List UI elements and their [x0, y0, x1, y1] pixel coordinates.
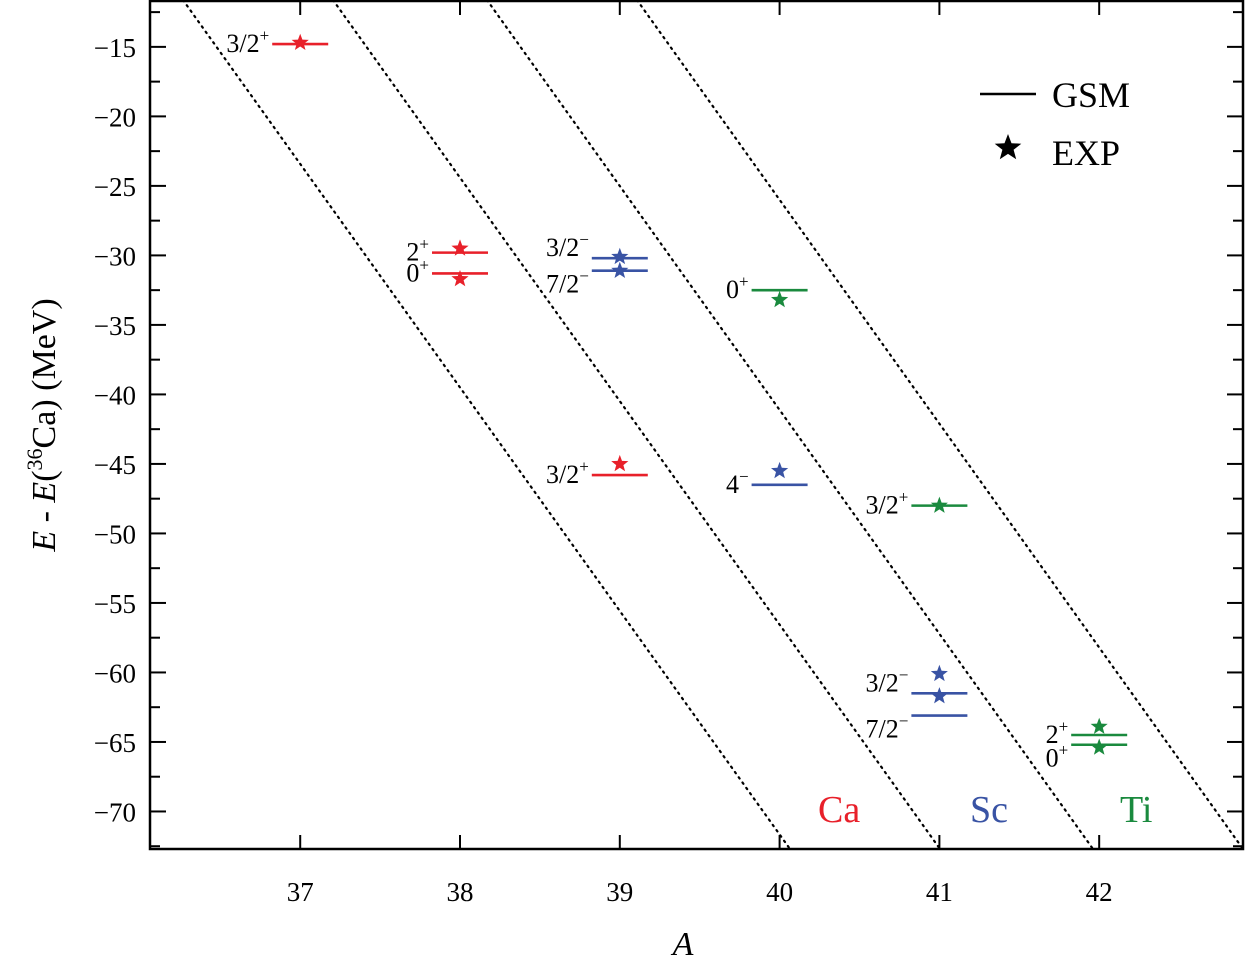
exp-star-icon — [611, 247, 629, 265]
y-tick-label: −15 — [94, 33, 136, 63]
y-tick-label: −20 — [94, 102, 136, 132]
y-tick-label: −70 — [94, 797, 136, 827]
x-tick-label: 38 — [447, 877, 474, 907]
legend: GSM EXP — [980, 75, 1130, 173]
level-spin-label: 3/2+ — [226, 26, 269, 58]
x-tick-label: 39 — [606, 877, 633, 907]
exp-star-icon — [930, 664, 948, 682]
y-axis-label: E - E(36Ca) (MeV) — [22, 298, 63, 552]
legend-star-icon — [994, 134, 1022, 160]
dotted-guide-1 — [181, 0, 792, 851]
exp-star-icon — [611, 261, 629, 278]
level-spin-label: 0+ — [1046, 741, 1069, 773]
dotted-guide-2 — [331, 0, 942, 851]
x-tick-label: 37 — [287, 877, 314, 907]
x-tick-label: 41 — [926, 877, 953, 907]
x-axis-label: A — [671, 926, 694, 963]
y-tick-label: −45 — [94, 450, 136, 480]
x-tick-label: 42 — [1086, 877, 1113, 907]
y-tick-label: −25 — [94, 172, 136, 202]
y-tick-label: −50 — [94, 519, 136, 549]
svg-text:E - E(36Ca) (MeV): E - E(36Ca) (MeV) — [22, 298, 63, 552]
dotted-guide-3 — [485, 0, 1095, 851]
x-tick-label: 40 — [766, 877, 793, 907]
y-tick-label: −55 — [94, 589, 136, 619]
level-spin-label: 3/2− — [546, 230, 589, 262]
level-spin-label: 7/2− — [546, 267, 589, 299]
exp-star-icon — [291, 33, 309, 50]
level-spin-label: 7/2− — [866, 712, 909, 744]
level-spin-label: 3/2− — [866, 665, 909, 697]
y-tick-label: −65 — [94, 728, 136, 758]
y-tick-label: −40 — [94, 380, 136, 410]
axis-ticks: 37 38 39 40 41 42 −15 −20 −25 −30 −35 −40 −45 −50 −55 −… — [94, 1, 1243, 907]
level-spin-label: 3/2+ — [866, 488, 909, 520]
exp-star-icon — [771, 461, 789, 479]
dotted-guide-lines — [181, 0, 1245, 851]
exp-star-icon — [451, 239, 469, 256]
y-tick-label: −35 — [94, 311, 136, 341]
exp-star-icon — [611, 454, 629, 472]
y-tick-label: −60 — [94, 658, 136, 688]
exp-star-icon — [930, 496, 948, 513]
exp-star-icon — [771, 290, 789, 308]
level-spin-label: 3/2+ — [546, 457, 589, 489]
element-label-sc: Sc — [970, 789, 1008, 831]
exp-star-icon — [1090, 717, 1108, 734]
element-label-ca: Ca — [818, 789, 860, 831]
level-spin-label: 0+ — [726, 272, 749, 304]
y-tick-label: −30 — [94, 241, 136, 271]
exp-star-icon — [1090, 738, 1108, 755]
exp-star-icon — [930, 687, 948, 704]
level-spin-label: 4− — [726, 467, 749, 499]
energy-levels: 3/2+2+0+3/2+3/2−7/2−4−3/2−7/2−0+3/2+2+0+ — [226, 26, 1128, 773]
plot-frame — [148, 0, 1245, 851]
element-label-ti: Ti — [1120, 789, 1152, 831]
level-spin-label: 0+ — [406, 255, 429, 287]
dotted-guide-4 — [635, 0, 1245, 851]
legend-exp-label: EXP — [1052, 133, 1120, 173]
level-spin-label: 2+ — [406, 235, 429, 267]
legend-gsm-label: GSM — [1052, 75, 1130, 115]
level-spin-label: 2+ — [1046, 717, 1069, 749]
exp-star-icon — [451, 270, 469, 287]
